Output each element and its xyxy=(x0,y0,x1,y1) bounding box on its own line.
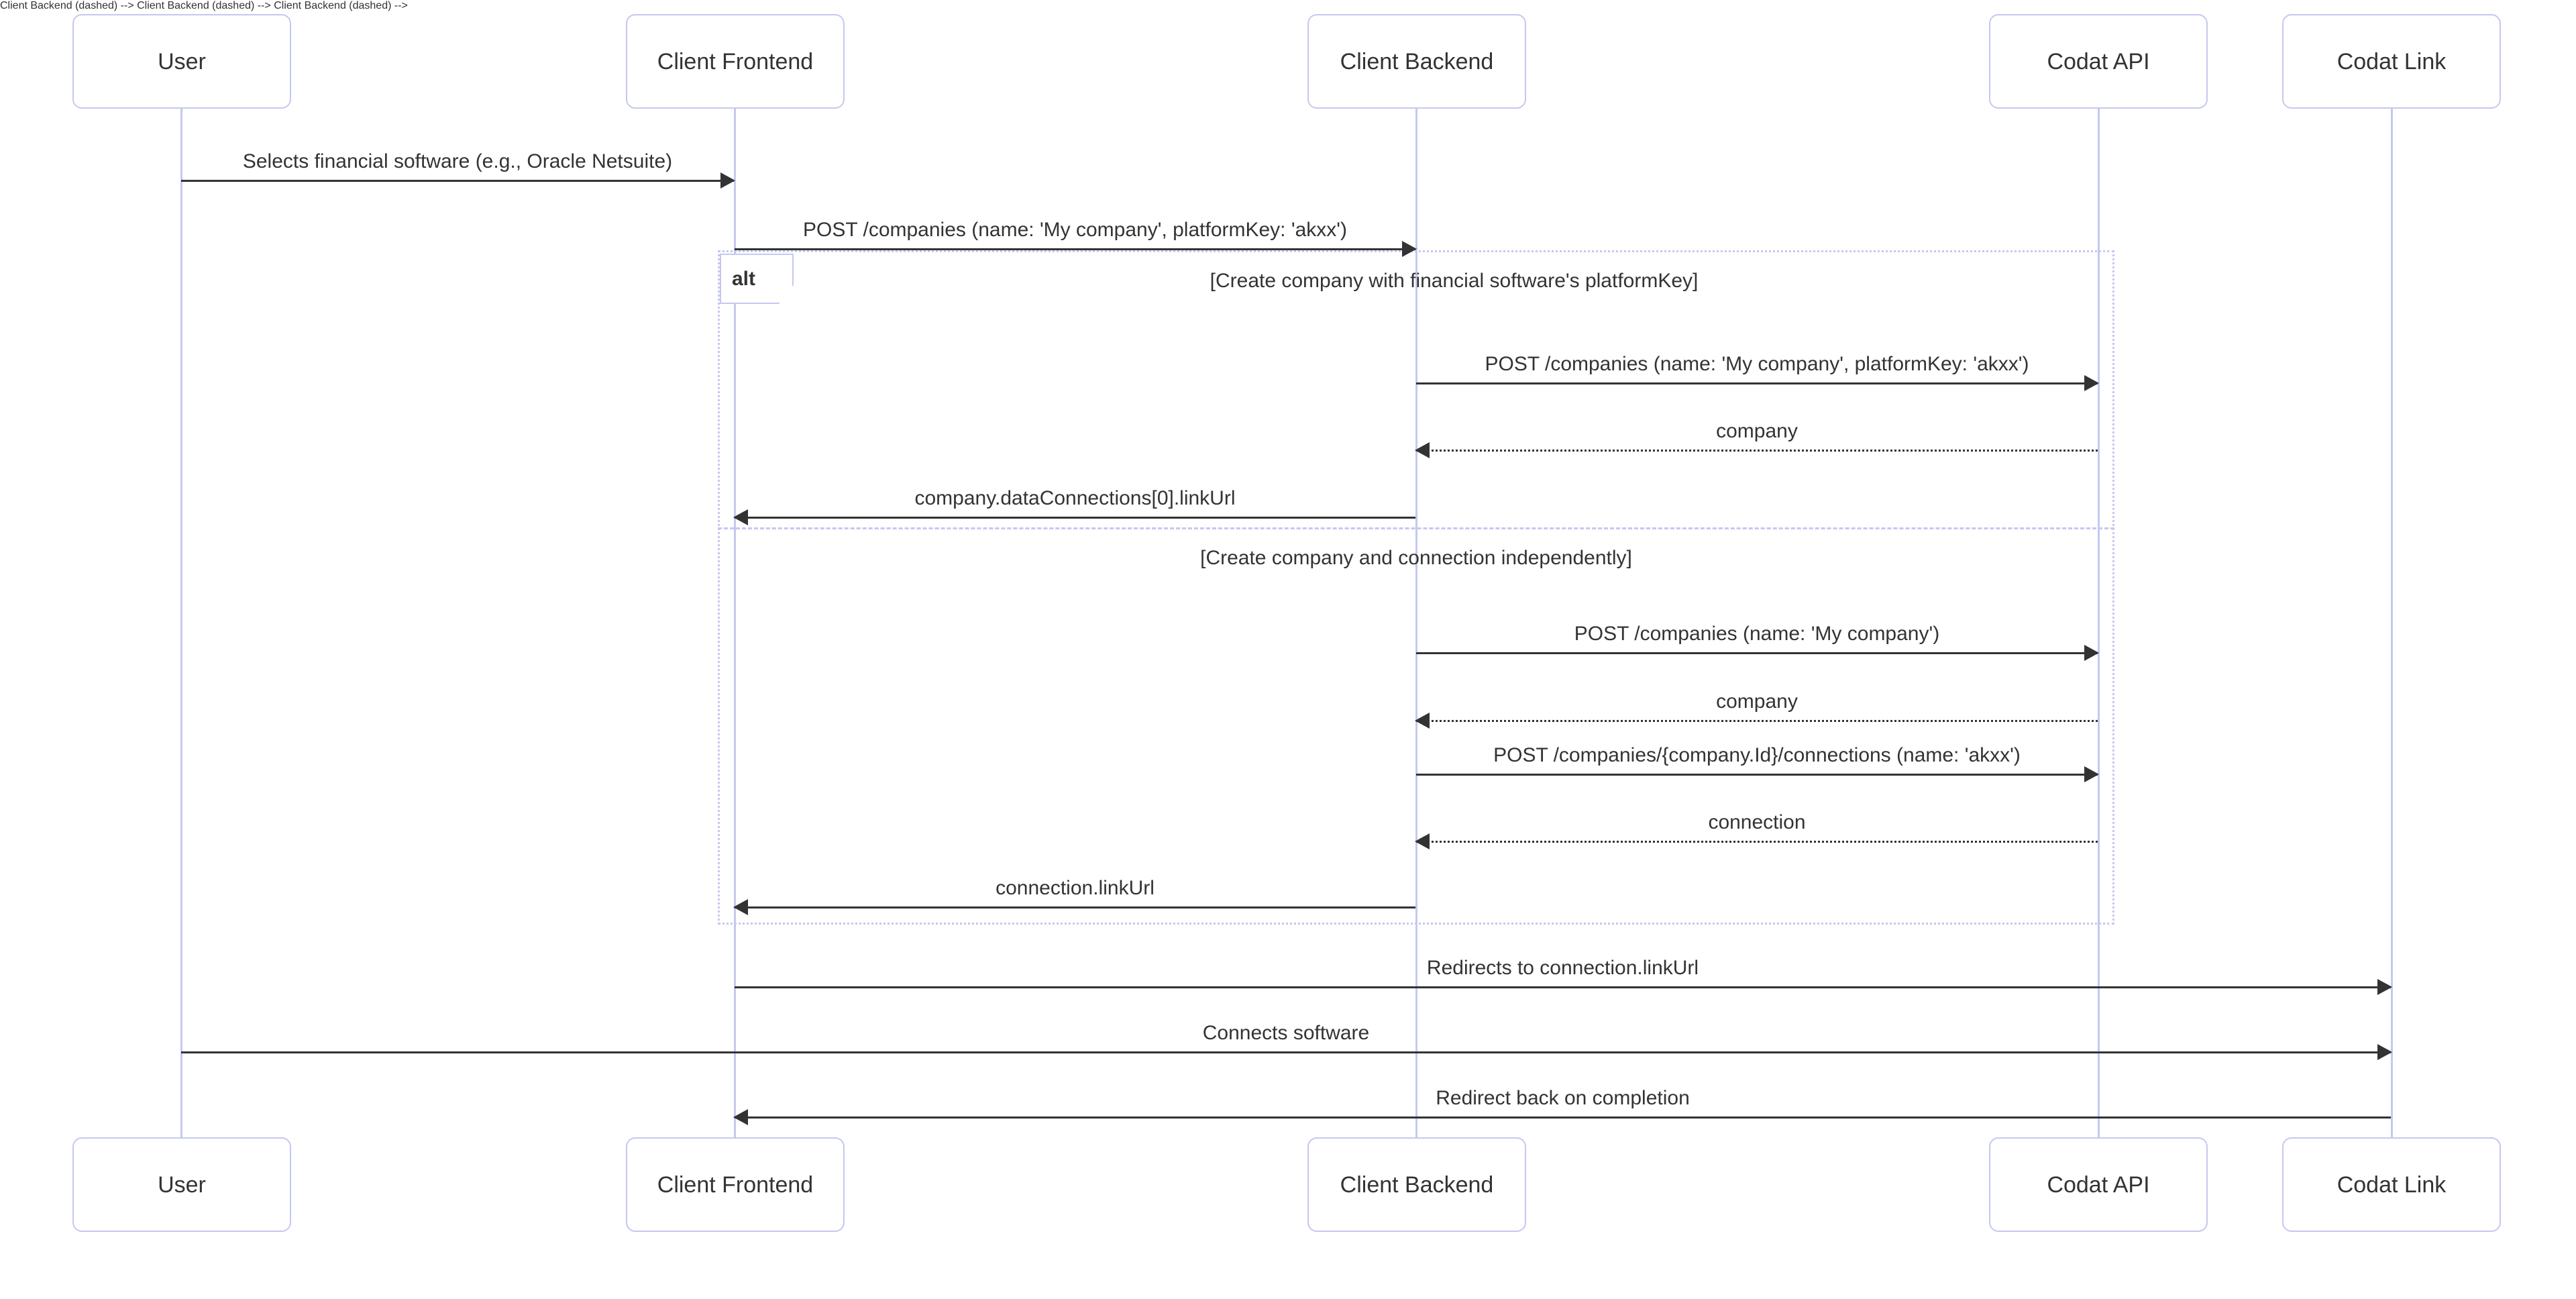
arrowhead-right-icon xyxy=(2084,766,2099,782)
actor-box-codat-link-bottom[interactable]: Codat Link xyxy=(2282,1137,2501,1232)
actor-box-codat-api-bottom[interactable]: Codat API xyxy=(1989,1137,2208,1232)
message-label: Connects software xyxy=(1202,1022,1370,1044)
actor-label-client-backend-bottom: Client Backend xyxy=(1340,1172,1494,1198)
message-label: POST /companies (name: 'My company', pla… xyxy=(1485,353,2029,375)
message-line xyxy=(181,180,734,182)
message-line xyxy=(735,986,2391,988)
message-line xyxy=(735,517,1415,519)
arrowhead-left-icon xyxy=(1415,442,1430,458)
message-line xyxy=(1416,382,2098,384)
message-label: connection xyxy=(1708,811,1806,833)
actor-box-client-frontend-bottom[interactable]: Client Frontend xyxy=(626,1137,845,1232)
actor-label-codat-link-bottom: Codat Link xyxy=(2337,1172,2447,1198)
message-line xyxy=(1416,841,2098,843)
message-line xyxy=(735,1116,2391,1119)
alt-fragment-keyword: alt xyxy=(732,267,756,290)
actor-label-client-backend: Client Backend xyxy=(1340,48,1494,74)
actor-box-codat-link-top[interactable]: Codat Link xyxy=(2282,14,2501,109)
message-label: company xyxy=(1716,690,1798,713)
message-line xyxy=(1416,774,2098,776)
lifeline-client-frontend xyxy=(734,109,736,1137)
alt-fragment-branch-divider xyxy=(718,527,2114,529)
message-label: company xyxy=(1716,420,1798,442)
message-label: POST /companies (name: 'My company') xyxy=(1574,623,1940,645)
arrowhead-right-icon xyxy=(2377,979,2392,995)
actor-box-client-frontend-top[interactable]: Client Frontend xyxy=(626,14,845,109)
actor-label-client-frontend: Client Frontend xyxy=(657,48,814,74)
message-label: POST /companies/{company.Id}/connections… xyxy=(1493,744,2021,766)
message-line xyxy=(1416,450,2098,452)
arrowhead-right-icon xyxy=(1402,241,1417,257)
actor-label-codat-api-bottom: Codat API xyxy=(2047,1172,2150,1198)
actor-box-client-backend-bottom[interactable]: Client Backend xyxy=(1307,1137,1526,1232)
arrowhead-right-icon xyxy=(2377,1044,2392,1060)
actor-box-client-backend-top[interactable]: Client Backend xyxy=(1307,14,1526,109)
message-line xyxy=(735,906,1415,908)
actor-label-user: User xyxy=(158,48,206,74)
alt-branch-1-title: [Create company with financial software'… xyxy=(1210,270,1699,292)
message-line xyxy=(1416,652,2098,654)
alt-fragment-keyword-box: alt xyxy=(720,254,794,304)
actor-label-client-frontend-bottom: Client Frontend xyxy=(657,1172,814,1198)
message-line xyxy=(181,1051,2391,1053)
lifeline-codat-api xyxy=(2098,109,2100,1137)
actor-label-codat-link: Codat Link xyxy=(2337,48,2447,74)
message-line xyxy=(735,248,1415,250)
message-label: Redirects to connection.linkUrl xyxy=(1426,957,1699,979)
message-label: Redirect back on completion xyxy=(1436,1087,1690,1109)
actor-box-user-top[interactable]: User xyxy=(72,14,291,109)
arrowhead-left-icon xyxy=(733,1109,748,1125)
message-label: POST /companies (name: 'My company', pla… xyxy=(803,219,1347,241)
actor-box-user-bottom[interactable]: User xyxy=(72,1137,291,1232)
arrowhead-left-icon xyxy=(733,899,748,915)
arrowhead-left-icon xyxy=(733,509,748,525)
actor-label-codat-api: Codat API xyxy=(2047,48,2150,74)
lifeline-client-backend xyxy=(1415,109,1417,1137)
actor-label-user-bottom: User xyxy=(158,1172,206,1198)
actor-box-codat-api-top[interactable]: Codat API xyxy=(1989,14,2208,109)
arrowhead-right-icon xyxy=(720,172,735,189)
lifeline-user xyxy=(180,109,182,1137)
message-label: connection.linkUrl xyxy=(996,877,1155,899)
alt-branch-2-title: [Create company and connection independe… xyxy=(1200,547,1632,569)
message-label: company.dataConnections[0].linkUrl xyxy=(914,487,1236,509)
lifeline-codat-link xyxy=(2391,109,2393,1137)
arrowhead-left-icon xyxy=(1415,833,1430,849)
message-line xyxy=(1416,720,2098,722)
arrowhead-right-icon xyxy=(2084,645,2099,661)
arrowhead-right-icon xyxy=(2084,375,2099,391)
message-label: Selects financial software (e.g., Oracle… xyxy=(242,150,673,172)
arrowhead-left-icon xyxy=(1415,713,1430,729)
